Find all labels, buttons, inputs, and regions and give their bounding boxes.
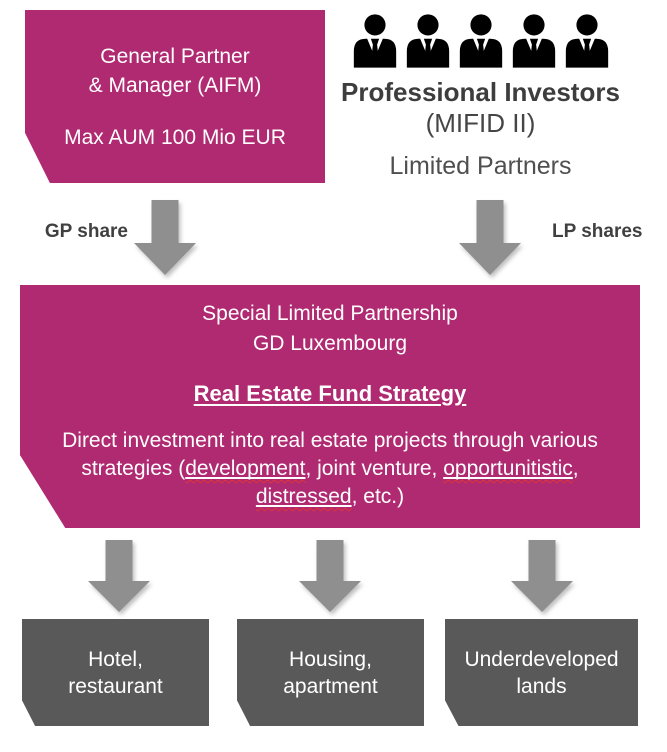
person-icon bbox=[564, 14, 610, 68]
description-text: strategies ( bbox=[81, 457, 186, 480]
investors-title: Professional Investors bbox=[341, 77, 620, 107]
investor-icons-row bbox=[338, 14, 623, 68]
limited-partners-label: Limited Partners bbox=[389, 152, 572, 180]
target-label-line2: apartment bbox=[283, 674, 378, 698]
description-text: , joint venture, bbox=[305, 457, 444, 480]
description-text: , etc.) bbox=[351, 485, 405, 508]
target-box-housing-apartment: Housing, apartment bbox=[237, 619, 424, 726]
strategy-down-arrow-icon-2 bbox=[299, 540, 361, 612]
gp-manager-box: General Partner & Manager (AIFM) Max AUM… bbox=[25, 10, 325, 183]
target-label-line1: Underdeveloped bbox=[464, 647, 619, 671]
gp-manager-title: General Partner & Manager (AIFM) bbox=[25, 42, 325, 100]
strategy-title: Real Estate Fund Strategy bbox=[193, 381, 467, 406]
target-label-line1: Hotel, bbox=[88, 647, 143, 671]
target-label-line1: Housing, bbox=[289, 647, 372, 671]
strategy-description-line3: distressed, etc.) bbox=[20, 483, 640, 511]
target-label-line2: lands bbox=[516, 674, 567, 698]
gp-aum-subtitle: Max AUM 100 Mio EUR bbox=[64, 126, 286, 149]
gp-title-line2: & Manager (AIFM) bbox=[88, 74, 262, 97]
misspelled-word: development bbox=[185, 457, 306, 480]
partnership-box: Special Limited Partnership GD Luxembour… bbox=[20, 285, 640, 528]
target-label-line2: restaurant bbox=[68, 674, 163, 698]
target-box-underdeveloped-lands: Underdeveloped lands bbox=[445, 619, 638, 726]
lp-shares-label: LP shares bbox=[552, 221, 643, 242]
underlined-word: distressed bbox=[256, 485, 352, 508]
underlined-word: opportunitistic bbox=[443, 457, 573, 480]
person-icon bbox=[511, 14, 557, 68]
partnership-name-line2: GD Luxembourg bbox=[252, 332, 408, 355]
strategy-down-arrow-icon-1 bbox=[88, 540, 150, 612]
person-icon bbox=[352, 14, 398, 68]
partnership-name-line1: Special Limited Partnership bbox=[202, 302, 458, 325]
strategy-description: Direct investment into real estate proje… bbox=[20, 427, 640, 511]
target-box-hotel-restaurant: Hotel, restaurant bbox=[22, 619, 209, 726]
person-icon bbox=[458, 14, 504, 68]
partnership-name: Special Limited Partnership GD Luxembour… bbox=[20, 299, 640, 359]
description-text: , bbox=[572, 457, 579, 480]
strategy-down-arrow-icon-3 bbox=[511, 540, 573, 612]
gp-title-line1: General Partner bbox=[100, 45, 250, 68]
gp-share-down-arrow-icon bbox=[134, 200, 196, 275]
gp-share-label: GP share bbox=[44, 221, 128, 242]
misspelled-word: opportunitistic bbox=[443, 457, 573, 480]
strategy-description-line2: strategies (development, joint venture, … bbox=[20, 455, 640, 483]
lp-shares-down-arrow-icon bbox=[459, 200, 521, 275]
strategy-description-line1: Direct investment into real estate proje… bbox=[62, 429, 598, 452]
misspelled-word: distressed bbox=[255, 485, 352, 508]
investors-group: Professional Investors (MIFID II) Limite… bbox=[338, 14, 623, 181]
person-icon bbox=[405, 14, 451, 68]
underlined-word: development bbox=[185, 457, 305, 480]
investors-subtitle: (MIFID II) bbox=[425, 108, 536, 138]
